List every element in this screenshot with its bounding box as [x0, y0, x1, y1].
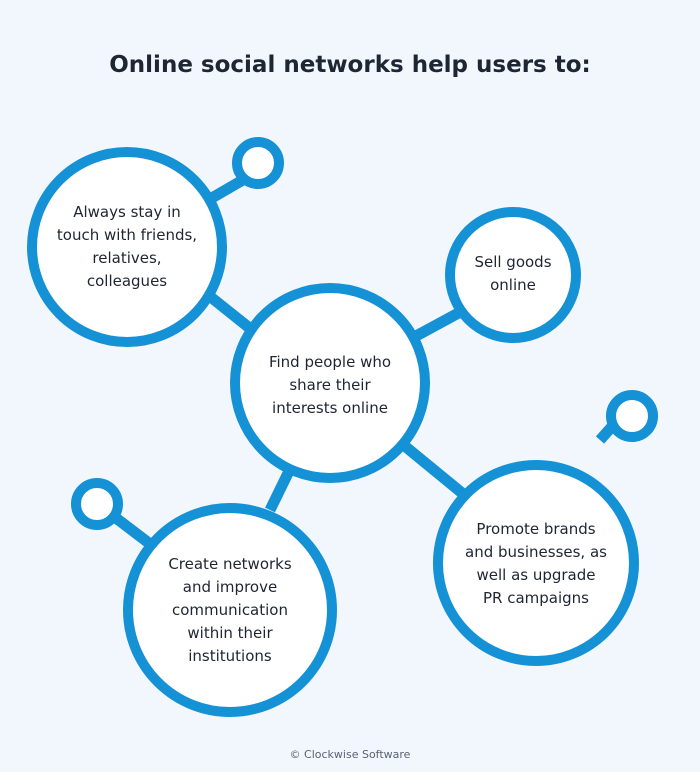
node-line: within their: [187, 623, 273, 642]
node-circle-find-people: [230, 283, 430, 483]
node-line: communication: [171, 600, 288, 619]
node-line: Create networks: [168, 554, 292, 573]
node-line: share their: [289, 375, 371, 394]
node-promote-brands: Promote brands and businesses, as well a…: [451, 514, 621, 614]
node-find-people: Find people who share their interests on…: [250, 348, 410, 422]
node-line: interests online: [272, 398, 388, 417]
node-line: well as upgrade: [476, 566, 596, 584]
node-line: and improve: [182, 577, 278, 596]
node-circle-promote-brands: [433, 460, 639, 666]
node-circle-create-networks: [123, 503, 337, 717]
node-create-networks: Create networks and improve communicatio…: [145, 550, 315, 670]
node-line: PR campaigns: [482, 589, 589, 607]
node-line: and businesses, as: [465, 543, 607, 561]
node-line: Promote brands: [476, 520, 596, 538]
node-line: institutions: [188, 646, 272, 665]
satellite-circle-right: [606, 390, 658, 442]
copyright-footer: © Clockwise Software: [289, 748, 411, 761]
node-line: online: [490, 276, 536, 294]
node-line: Find people who: [268, 352, 392, 371]
satellite-circle-bottom-left: [71, 478, 123, 530]
node-circle-stay-in-touch: [27, 147, 227, 347]
node-line: relatives,: [92, 249, 162, 267]
diagram-title: Online social networks help users to:: [109, 52, 591, 78]
node-circle-sell-goods: [445, 207, 581, 343]
node-line: Sell goods: [474, 253, 552, 271]
node-line: touch with friends,: [56, 226, 198, 244]
node-sell-goods: Sell goods online: [458, 248, 568, 300]
node-stay-in-touch: Always stay in touch with friends, relat…: [47, 197, 207, 297]
satellite-circle-top-left: [232, 137, 284, 189]
node-line: colleagues: [86, 272, 168, 290]
node-line: Always stay in: [73, 203, 181, 221]
